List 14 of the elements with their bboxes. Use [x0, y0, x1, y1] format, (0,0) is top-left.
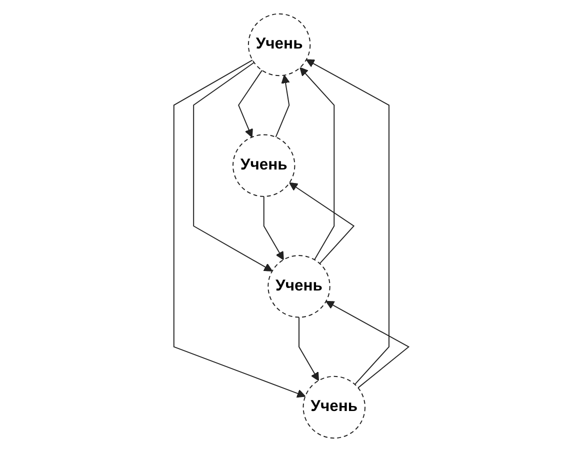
node-circle: Учень: [232, 134, 295, 196]
node-circle: Учень: [302, 375, 366, 438]
arrow: [238, 69, 262, 137]
arrow: [263, 195, 284, 260]
arrow: [192, 62, 272, 271]
node-circle: Учень: [248, 12, 310, 76]
arrow: [306, 58, 390, 384]
arrow: [288, 182, 354, 264]
arrow: [298, 316, 319, 380]
node-circle: Учень: [267, 254, 330, 318]
arrow: [275, 74, 290, 138]
arrow: [299, 66, 334, 260]
arrow: [325, 300, 410, 388]
arrow: [173, 59, 306, 398]
